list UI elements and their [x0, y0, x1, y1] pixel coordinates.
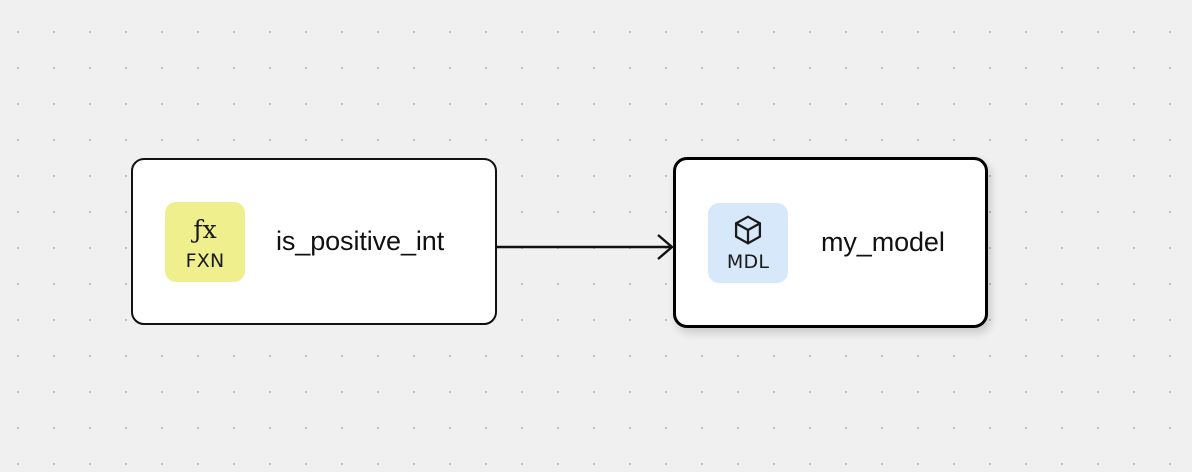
edge-arrowhead-icon [657, 234, 674, 260]
edge-is_positive_int-to-my_model[interactable] [497, 234, 674, 260]
node-is_positive_int[interactable]: ƒx FXN is_positive_int [131, 158, 497, 325]
node-type-label: FXN [185, 250, 225, 272]
node-type-badge-fxn: ƒx FXN [165, 201, 245, 282]
node-type-badge-mdl: MDL [708, 202, 788, 283]
node-title: is_positive_int [276, 226, 445, 256]
cube-icon [731, 213, 765, 247]
node-my_model[interactable]: MDL my_model [673, 157, 988, 328]
node-title: my_model [821, 227, 945, 257]
node-type-label: MDL [726, 251, 770, 273]
function-icon: ƒx [193, 214, 217, 244]
